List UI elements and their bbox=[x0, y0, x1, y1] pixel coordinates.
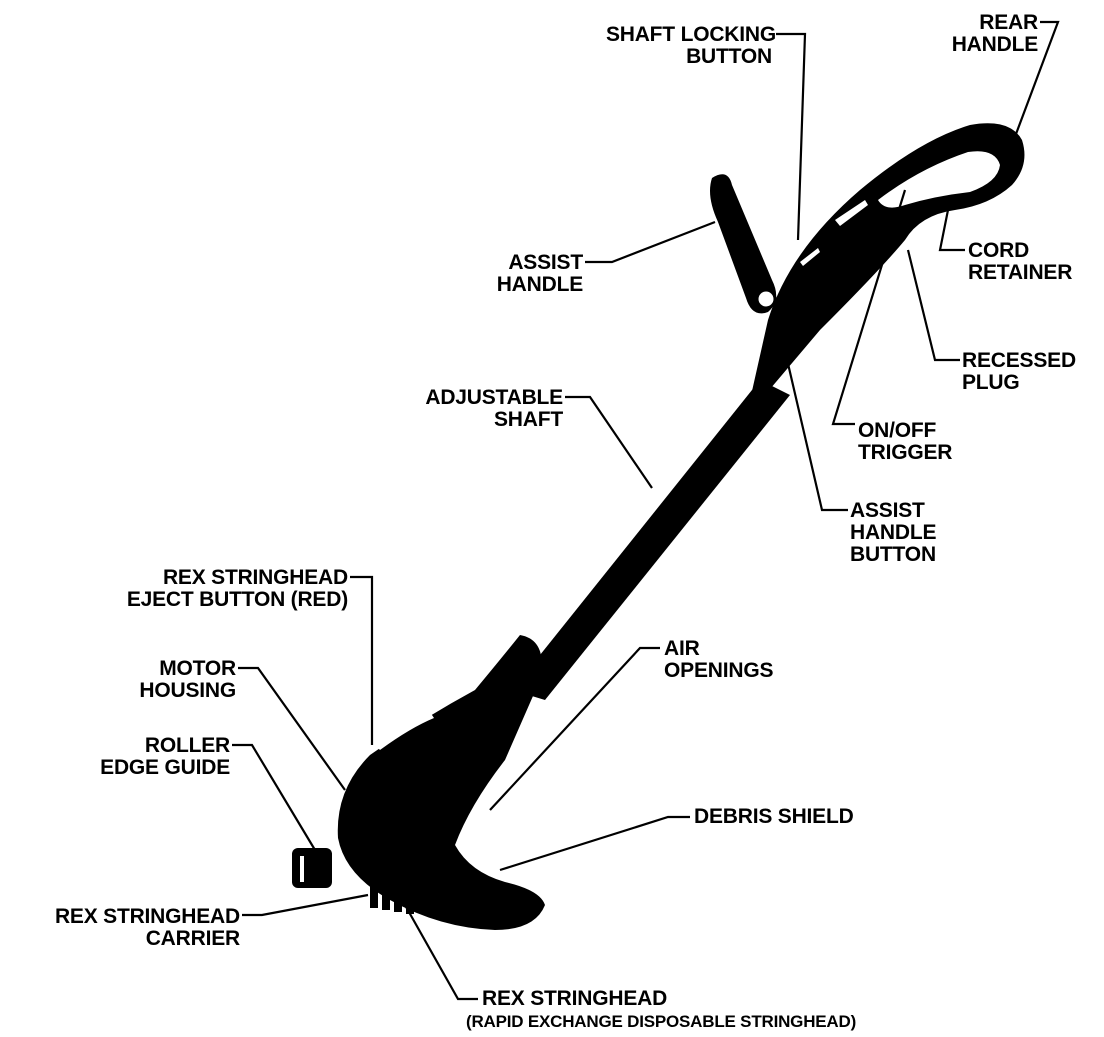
shaft-locking-button-shape bbox=[757, 290, 775, 308]
roller-edge-guide-shape bbox=[292, 848, 332, 888]
label-cord-retainer: CORD RETAINER bbox=[968, 240, 1072, 284]
label-roller-edge-guide: ROLLER EDGE GUIDE bbox=[60, 735, 230, 779]
label-rex-stringhead-carrier: REX STRINGHEAD CARRIER bbox=[4, 906, 240, 950]
label-motor-housing: MOTOR HOUSING bbox=[120, 658, 236, 702]
label-shaft-locking-button: SHAFT LOCKING BUTTON bbox=[520, 24, 776, 68]
label-air-openings: AIR OPENINGS bbox=[664, 638, 773, 682]
label-rear-handle: REAR HANDLE bbox=[920, 12, 1038, 56]
label-debris-shield: DEBRIS SHIELD bbox=[694, 806, 854, 828]
label-adjustable-shaft: ADJUSTABLE SHAFT bbox=[360, 387, 563, 431]
label-assist-handle-button: ASSIST HANDLE BUTTON bbox=[850, 500, 936, 566]
label-rex-stringhead-note: (RAPID EXCHANGE DISPOSABLE STRINGHEAD) bbox=[466, 1012, 856, 1032]
motor-housing-shape bbox=[338, 635, 545, 930]
label-rex-eject-button: REX STRINGHEAD EJECT BUTTON (RED) bbox=[70, 567, 348, 611]
label-rex-stringhead: REX STRINGHEAD bbox=[482, 988, 667, 1010]
label-assist-handle: ASSIST HANDLE bbox=[440, 252, 583, 296]
label-recessed-plug: RECESSED PLUG bbox=[962, 350, 1076, 394]
label-on-off-trigger: ON/OFF TRIGGER bbox=[858, 420, 952, 464]
